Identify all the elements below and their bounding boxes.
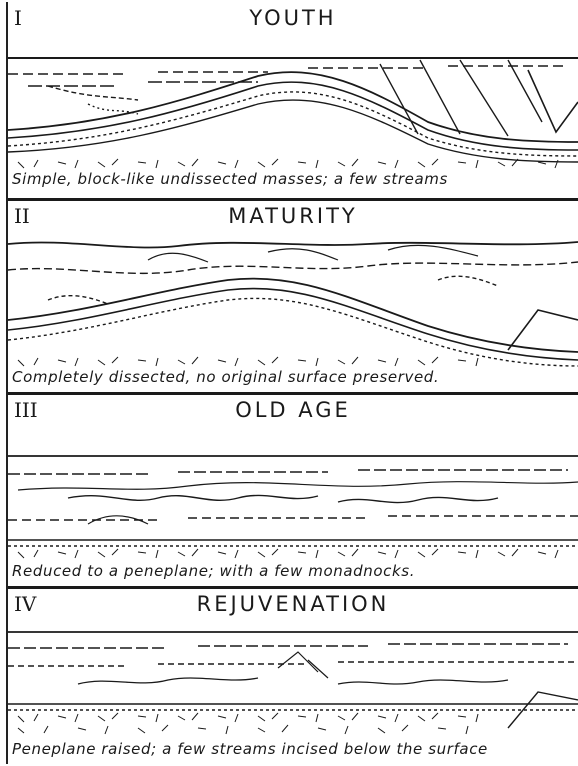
panel-title: YOUTH bbox=[8, 6, 578, 30]
panel-caption: Completely dissected, no original surfac… bbox=[12, 368, 576, 386]
old-age-block-diagram bbox=[8, 394, 578, 586]
panel-maturity: II MATURITY Completely dissected, no ori… bbox=[8, 200, 578, 392]
panel-youth: I YOUTH Simple, block-like undissected m… bbox=[8, 2, 578, 198]
panel-rejuvenation: IV REJUVENATION Peneplane raised; a few … bbox=[8, 588, 578, 764]
youth-block-diagram bbox=[8, 2, 578, 198]
panel-title: MATURITY bbox=[8, 204, 578, 228]
geomorphic-cycle-figure: I YOUTH Simple, block-like undissected m… bbox=[6, 2, 578, 764]
panel-title: OLD AGE bbox=[8, 398, 578, 422]
panel-caption: Reduced to a peneplane; with a few monad… bbox=[12, 562, 576, 580]
panel-caption: Peneplane raised; a few streams incised … bbox=[12, 740, 576, 758]
panel-old-age: III OLD AGE Reduced to a peneplane; with… bbox=[8, 394, 578, 586]
maturity-block-diagram bbox=[8, 200, 578, 392]
panel-title: REJUVENATION bbox=[8, 592, 578, 616]
panel-caption: Simple, block-like undissected masses; a… bbox=[12, 170, 576, 188]
